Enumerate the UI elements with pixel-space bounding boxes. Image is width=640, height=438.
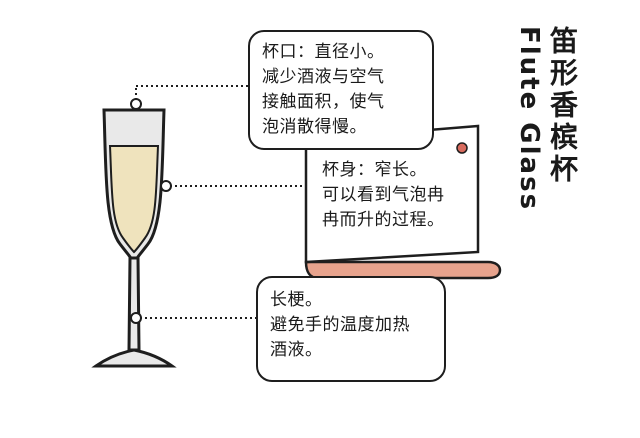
- glass-foot: [91, 348, 177, 368]
- champagne-liquid: [108, 145, 160, 254]
- scroll-pin: [456, 142, 468, 154]
- body-marker: [160, 180, 172, 192]
- scroll-callout: [304, 124, 502, 280]
- callout-rim-line: 接触面积，使气: [262, 92, 385, 112]
- scroll-curl: [304, 260, 502, 280]
- callout-rim-line: 泡消散得慢。: [262, 117, 367, 137]
- callout-stem-line: 酒液。: [270, 340, 323, 360]
- rim-marker: [130, 98, 142, 110]
- callout-body-line: 冉而升的过程。: [322, 210, 445, 230]
- rim-pointer: [130, 85, 248, 110]
- title-english: Flute Glass: [514, 26, 544, 212]
- flute-glass: [91, 108, 177, 368]
- stem-marker: [130, 312, 142, 324]
- callout-stem-line: 避免手的温度加热: [270, 315, 410, 335]
- title-chinese: 笛形香槟杯: [546, 26, 579, 186]
- glass-stem: [127, 256, 141, 352]
- body-pointer: [160, 180, 306, 192]
- callout-body-line: 杯身：窄长。: [322, 160, 427, 180]
- callout-body-line: 可以看到气泡冉: [322, 185, 445, 205]
- callout-rim-line: 杯口：直径小。: [262, 42, 385, 62]
- callout-stem: 长梗。 避免手的温度加热 酒液。: [256, 276, 446, 382]
- callout-stem-line: 长梗。: [270, 290, 323, 310]
- stem-pointer: [130, 312, 256, 324]
- callout-body: 杯身：窄长。 可以看到气泡冉 冉而升的过程。: [322, 158, 445, 233]
- callout-rim: 杯口：直径小。 减少酒液与空气 接触面积，使气 泡消散得慢。: [248, 30, 434, 150]
- callout-rim-line: 减少酒液与空气: [262, 67, 385, 87]
